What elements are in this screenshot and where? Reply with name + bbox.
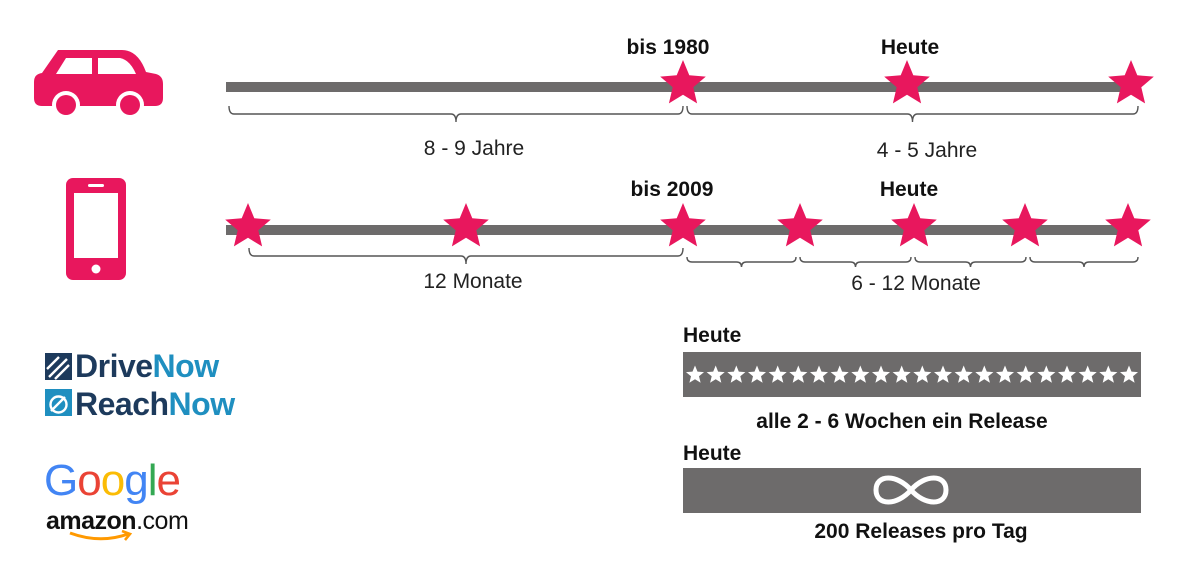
release-star-icon <box>1016 365 1035 383</box>
car-milestone-star <box>884 60 930 104</box>
drivenow-logo: DriveNow <box>45 348 219 385</box>
car-interval-2-brace <box>686 105 1139 123</box>
phone-milestone-star <box>777 203 823 247</box>
weeks-caption: alle 2 - 6 Wochen ein Release <box>756 410 1048 433</box>
phone-milestone-star <box>1002 203 1048 247</box>
release-star-icon <box>830 365 849 383</box>
drivenow-mark-icon <box>45 353 72 380</box>
car-marker-heute-label: Heute <box>880 36 940 59</box>
car-interval-1-label: 8 - 9 Jahre <box>423 137 525 160</box>
release-star-icon <box>748 365 766 383</box>
release-star-icon <box>789 365 808 383</box>
phone-milestone-star <box>225 203 271 247</box>
release-star-icon <box>996 365 1014 383</box>
phone-milestone-star <box>891 203 937 247</box>
release-star-icon <box>706 365 725 383</box>
release-star-icon <box>954 365 973 383</box>
reachnow-mark-icon <box>45 389 72 416</box>
infinity-icon <box>873 475 949 505</box>
phone-interval-1-label: 12 Monate <box>423 270 523 293</box>
car-marker-1980-label: bis 1980 <box>626 36 710 59</box>
release-star-icon <box>913 365 932 383</box>
car-interval-2-label: 4 - 5 Jahre <box>876 139 978 162</box>
release-star-icon <box>810 365 828 383</box>
release-star-icon <box>1078 365 1097 383</box>
google-logo: Google <box>44 456 181 505</box>
phone-marker-2009-label: bis 2009 <box>630 178 714 201</box>
amazon-logo: amazon.com <box>46 507 189 541</box>
phone-interval-2d-brace <box>1029 256 1139 268</box>
release-star-icon <box>727 365 746 383</box>
release-star-icon <box>686 365 704 383</box>
weeks-release-bar <box>683 352 1141 397</box>
continuous-caption: 200 Releases pro Tag <box>814 520 1028 543</box>
smartphone-icon <box>66 178 126 280</box>
release-star-icon <box>872 365 890 383</box>
car-interval-1-brace <box>228 105 684 123</box>
phone-interval-1-brace <box>248 247 684 265</box>
car-icon <box>34 50 163 119</box>
phone-interval-2c-brace <box>914 256 1027 268</box>
release-star-icon <box>1058 365 1076 383</box>
reachnow-logo: ReachNow <box>45 386 235 423</box>
phone-interval-2b-brace <box>799 256 912 268</box>
phone-milestone-star <box>1105 203 1151 247</box>
phone-interval-2a-brace <box>686 256 797 268</box>
release-star-icon <box>768 365 787 383</box>
release-star-icon <box>1099 365 1118 383</box>
phone-milestone-star <box>660 203 706 247</box>
release-star-icon <box>892 365 911 383</box>
continuous-heading: Heute <box>683 442 742 465</box>
release-star-icon <box>1037 365 1056 383</box>
phone-interval-2-label: 6 - 12 Monate <box>851 272 981 295</box>
continuous-release-bar <box>683 468 1141 513</box>
phone-marker-heute-label: Heute <box>879 178 939 201</box>
car-milestone-star <box>660 60 706 104</box>
release-star-icon <box>934 365 952 383</box>
phone-milestone-star <box>443 203 489 247</box>
weeks-heading: Heute <box>683 324 742 347</box>
release-star-icon <box>975 365 994 383</box>
car-milestone-star <box>1108 60 1154 104</box>
amazon-smile-icon <box>69 530 133 541</box>
release-star-icon <box>1120 365 1138 383</box>
release-star-icon <box>851 365 870 383</box>
